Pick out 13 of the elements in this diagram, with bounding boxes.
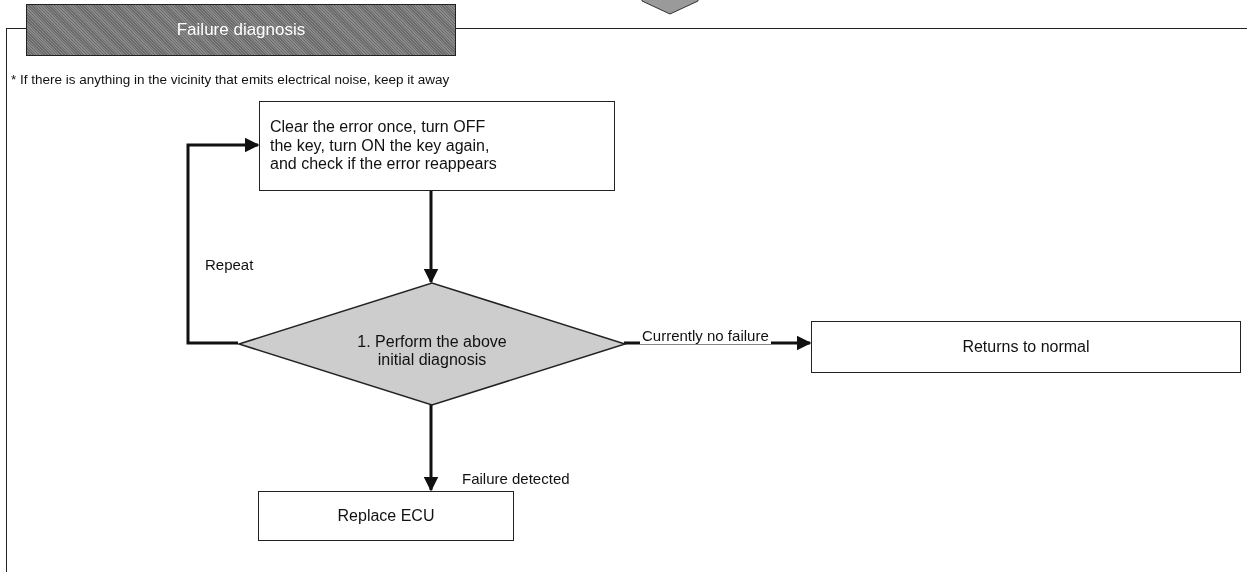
process-box: Returns to normal <box>811 321 1241 373</box>
block-arrow <box>641 0 699 15</box>
note-text: * If there is anything in the vicinity that emits electrical noise, keep it away <box>11 72 450 87</box>
edge-label: Failure detected <box>460 470 572 487</box>
section-header-tab: Failure diagnosis <box>26 4 456 56</box>
arrow <box>423 190 439 284</box>
decision-diamond: 1. Perform the above initial diagnosis <box>239 283 625 405</box>
edge-label: Currently no failure <box>640 327 771 344</box>
arrow <box>624 335 812 351</box>
process-box: Clear the error once, turn OFF the key, turn ON the key again, and check if the error reappears <box>259 101 615 191</box>
arrow <box>186 137 260 345</box>
arrow <box>423 404 439 492</box>
process-box: Replace ECU <box>258 491 514 541</box>
